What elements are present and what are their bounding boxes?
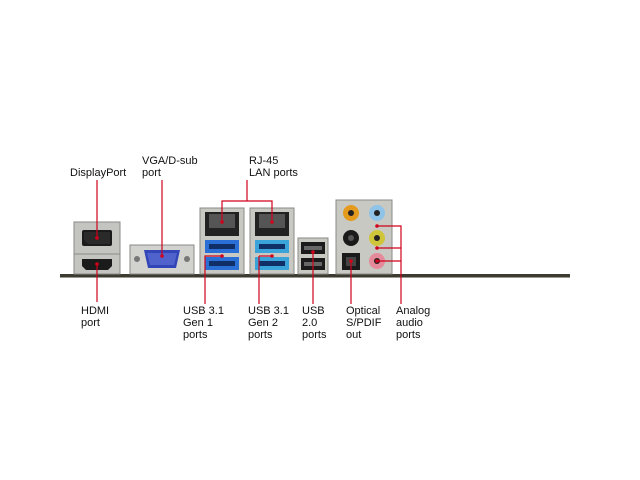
board-edge xyxy=(60,274,570,277)
label-line: 2.0 xyxy=(302,317,318,329)
label-line: ports xyxy=(183,329,208,341)
label-line: Gen 1 xyxy=(183,317,213,329)
audio-panel xyxy=(335,199,393,275)
board-shadow xyxy=(60,277,570,278)
label-displayport: DisplayPort xyxy=(70,167,126,179)
label-usb20: USB 2.0 ports xyxy=(302,305,326,341)
label-line: USB xyxy=(302,305,325,317)
label-line: ports xyxy=(396,329,421,341)
label-line: audio xyxy=(396,317,423,329)
label-line: out xyxy=(346,329,362,341)
callout-lines xyxy=(96,180,402,304)
label-line: LAN ports xyxy=(249,167,298,179)
label-vga: VGA/D-sub port xyxy=(142,155,198,179)
label-line: HDMI xyxy=(81,305,110,317)
label-line: DisplayPort xyxy=(70,167,127,179)
label-line: RJ-45 xyxy=(249,155,279,167)
label-usb31-gen2: USB 3.1 Gen 2 ports xyxy=(248,305,289,341)
label-line: Optical xyxy=(346,305,381,317)
label-line: Gen 2 xyxy=(248,317,278,329)
label-line: port xyxy=(142,167,161,179)
label-analog: Analog audio ports xyxy=(396,305,430,341)
label-line: S/PDIF xyxy=(346,317,382,329)
callout-dots xyxy=(95,220,379,266)
audio-jack-icon xyxy=(343,205,385,269)
label-line: USB 3.1 xyxy=(183,305,224,317)
label-line: ports xyxy=(248,329,273,341)
label-usb31-gen1: USB 3.1 Gen 1 ports xyxy=(183,305,224,341)
label-line: Analog xyxy=(396,305,431,317)
label-line: ports xyxy=(302,329,327,341)
label-line: USB 3.1 xyxy=(248,305,289,317)
label-rj45: RJ-45 LAN ports xyxy=(249,155,298,179)
label-line: VGA/D-sub xyxy=(142,155,198,167)
label-line: port xyxy=(81,317,100,329)
label-optical: Optical S/PDIF out xyxy=(346,305,381,341)
label-hdmi: HDMI port xyxy=(81,305,109,329)
